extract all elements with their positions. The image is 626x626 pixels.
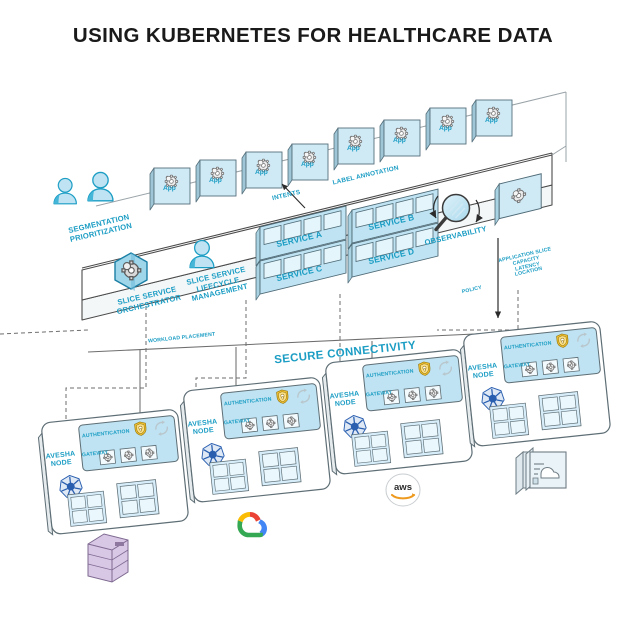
server-rack-icon	[87, 533, 129, 583]
observability-icon	[429, 193, 483, 232]
avesha-node-card-1	[36, 408, 190, 536]
avesha-node-card-2	[178, 376, 332, 504]
aws-icon: aws	[385, 473, 421, 507]
policy-connector	[437, 238, 519, 331]
slice-service-orchestrator-icon	[114, 252, 148, 291]
avesha-node-card-4	[458, 320, 612, 448]
cloud-cards-icon	[515, 446, 567, 496]
avesha-node-card-3	[320, 348, 474, 476]
actor-persons	[53, 171, 114, 205]
platform-side-app	[494, 173, 542, 227]
page-title: USING KUBERNETES FOR HEALTHCARE DATA	[72, 24, 554, 47]
google-cloud-icon	[237, 512, 267, 538]
intents-arrow	[281, 183, 306, 209]
aws-wordmark: aws	[394, 482, 412, 493]
